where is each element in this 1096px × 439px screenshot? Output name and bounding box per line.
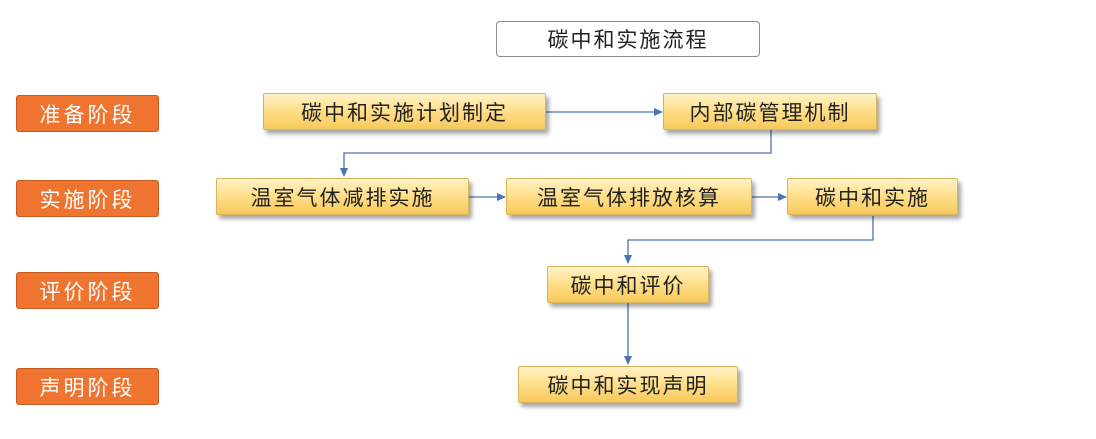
node-ghg-accounting: 温室气体排放核算 xyxy=(506,178,752,215)
node-cn-evaluate: 碳中和评价 xyxy=(547,266,709,303)
arrow-internal-to-reduction xyxy=(340,130,772,177)
node-ghg-reduction: 温室气体减排实施 xyxy=(216,178,469,215)
stage-evaluate: 评价阶段 xyxy=(16,272,159,309)
diagram-title: 碳中和实施流程 xyxy=(496,21,760,57)
stage-prepare: 准备阶段 xyxy=(16,95,159,132)
stage-implement: 实施阶段 xyxy=(16,180,159,217)
stage-declare: 声明阶段 xyxy=(16,368,159,405)
node-cn-implement: 碳中和实施 xyxy=(787,178,958,215)
node-internal-mgmt: 内部碳管理机制 xyxy=(663,93,877,130)
node-plan: 碳中和实施计划制定 xyxy=(263,93,546,130)
node-cn-declare: 碳中和实现声明 xyxy=(518,366,738,403)
arrow-implement-to-evaluate xyxy=(624,216,874,264)
